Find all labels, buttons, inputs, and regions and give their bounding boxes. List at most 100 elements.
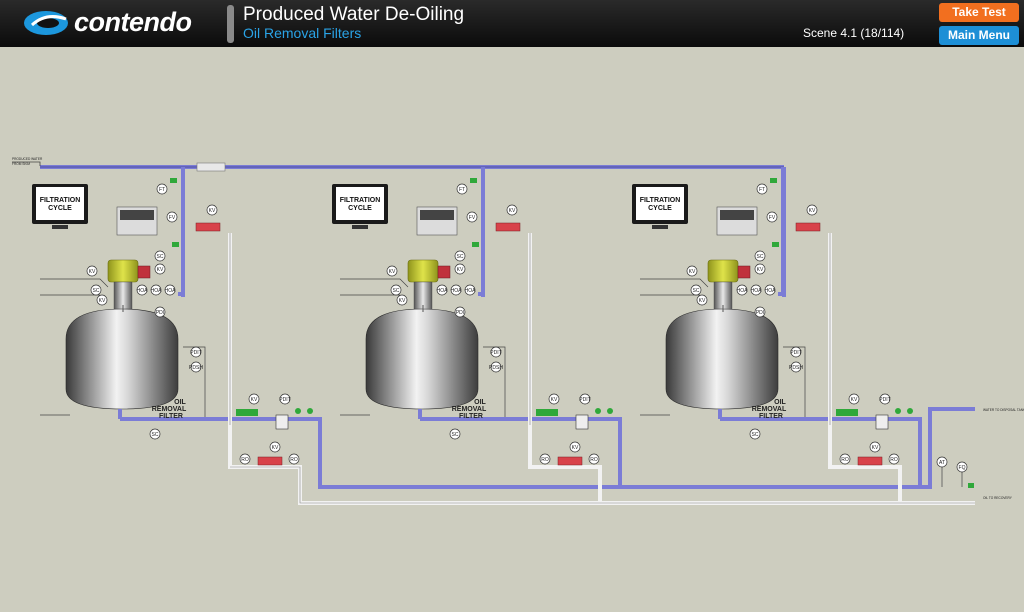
panel-instrument[interactable]	[464, 284, 476, 296]
right-instrument[interactable]	[154, 306, 166, 318]
main-menu-button[interactable]: Main Menu	[939, 26, 1019, 45]
outlet-valve-icon[interactable]	[595, 408, 601, 414]
right-instrument[interactable]	[790, 346, 802, 358]
top-instrument[interactable]	[454, 250, 466, 262]
right-instrument-label: PDSH	[789, 365, 803, 371]
outlet-valve-icon[interactable]	[907, 408, 913, 414]
outlet-valve-icon[interactable]	[895, 408, 901, 414]
sample-valve-icon[interactable]	[968, 483, 974, 488]
top-instrument[interactable]	[456, 183, 468, 195]
top-instrument[interactable]	[156, 183, 168, 195]
panel-instrument[interactable]	[136, 284, 148, 296]
panel-instrument-label: HOA	[437, 288, 449, 294]
left-instrument[interactable]	[690, 284, 702, 296]
return-valve-icon[interactable]	[557, 456, 583, 466]
left-instrument-label: KV	[89, 269, 96, 275]
analyzer-instrument[interactable]	[936, 456, 948, 468]
inlet-valve-icon[interactable]	[170, 178, 177, 183]
right-instrument[interactable]	[454, 306, 466, 318]
right-instrument[interactable]	[190, 361, 202, 373]
left-instrument[interactable]	[390, 284, 402, 296]
outlet-instrument[interactable]	[248, 393, 260, 405]
left-instrument[interactable]	[90, 284, 102, 296]
return-instrument[interactable]	[269, 441, 281, 453]
inlet-valve-icon[interactable]	[472, 242, 479, 247]
backwash-valve-icon[interactable]	[795, 222, 821, 232]
right-instrument[interactable]	[754, 306, 766, 318]
top-instrument[interactable]	[154, 250, 166, 262]
bottom-instrument[interactable]	[149, 428, 161, 440]
panel-instrument[interactable]	[736, 284, 748, 296]
bottom-instrument[interactable]	[749, 428, 761, 440]
filter-vessel[interactable]	[365, 308, 479, 410]
panel-instrument-label: HOA	[751, 288, 763, 294]
return-valve-icon[interactable]	[257, 456, 283, 466]
right-instrument[interactable]	[490, 346, 502, 358]
bottom-instrument-label: SC	[452, 432, 459, 438]
analyzer-instrument[interactable]	[956, 461, 968, 473]
outlet-instrument[interactable]	[879, 393, 891, 405]
backwash-valve-icon[interactable]	[195, 222, 221, 232]
return-instrument[interactable]	[588, 453, 600, 465]
outlet-instrument-label: PDIT	[579, 397, 590, 403]
top-instrument-label: FT	[159, 187, 165, 193]
left-instrument[interactable]	[96, 294, 108, 306]
outlet-valve-icon[interactable]	[607, 408, 613, 414]
outlet-instrument[interactable]	[579, 393, 591, 405]
filter-vessel[interactable]	[665, 308, 779, 410]
left-instrument[interactable]	[396, 294, 408, 306]
left-instrument[interactable]	[86, 265, 98, 277]
top-instrument[interactable]	[166, 211, 178, 223]
top-instrument[interactable]	[754, 250, 766, 262]
return-instrument[interactable]	[569, 441, 581, 453]
panel-instrument[interactable]	[436, 284, 448, 296]
right-instrument[interactable]	[490, 361, 502, 373]
return-instrument[interactable]	[539, 453, 551, 465]
right-instrument[interactable]	[154, 263, 166, 275]
filter-vessel[interactable]	[65, 308, 179, 410]
return-instrument[interactable]	[839, 453, 851, 465]
analyzer-group: AT FQ	[936, 456, 974, 488]
right-instrument[interactable]	[454, 263, 466, 275]
return-instrument[interactable]	[288, 453, 300, 465]
outlet-valve-icon[interactable]	[236, 409, 258, 416]
top-instrument[interactable]	[506, 204, 518, 216]
left-instrument[interactable]	[696, 294, 708, 306]
outlet-valve-icon[interactable]	[536, 409, 558, 416]
return-valve-icon[interactable]	[857, 456, 883, 466]
panel-instrument[interactable]	[450, 284, 462, 296]
panel-instrument[interactable]	[150, 284, 162, 296]
right-instrument[interactable]	[754, 263, 766, 275]
outlet-instrument[interactable]	[548, 393, 560, 405]
left-instrument[interactable]	[686, 265, 698, 277]
right-instrument[interactable]	[190, 346, 202, 358]
panel-instrument[interactable]	[764, 284, 776, 296]
top-instrument[interactable]	[766, 211, 778, 223]
return-instrument[interactable]	[888, 453, 900, 465]
inlet-valve-icon[interactable]	[470, 178, 477, 183]
top-instrument[interactable]	[756, 183, 768, 195]
outlet-valve-icon[interactable]	[836, 409, 858, 416]
top-instrument[interactable]	[206, 204, 218, 216]
left-instrument[interactable]	[386, 265, 398, 277]
right-instrument[interactable]	[790, 361, 802, 373]
outlet-instrument[interactable]	[279, 393, 291, 405]
inlet-valve-icon[interactable]	[172, 242, 179, 247]
return-instrument[interactable]	[239, 453, 251, 465]
outlet-valve-icon[interactable]	[307, 408, 313, 414]
take-test-button[interactable]: Take Test	[939, 3, 1019, 22]
backwash-valve-icon[interactable]	[495, 222, 521, 232]
top-instrument[interactable]	[466, 211, 478, 223]
panel-instrument[interactable]	[750, 284, 762, 296]
return-instrument[interactable]	[869, 441, 881, 453]
bottom-instrument[interactable]	[449, 428, 461, 440]
outlet-valve-icon[interactable]	[295, 408, 301, 414]
top-instrument[interactable]	[806, 204, 818, 216]
outlet-instrument[interactable]	[848, 393, 860, 405]
inlet-valve-icon[interactable]	[770, 178, 777, 183]
panel-instrument[interactable]	[164, 284, 176, 296]
inlet-valve-icon[interactable]	[772, 242, 779, 247]
